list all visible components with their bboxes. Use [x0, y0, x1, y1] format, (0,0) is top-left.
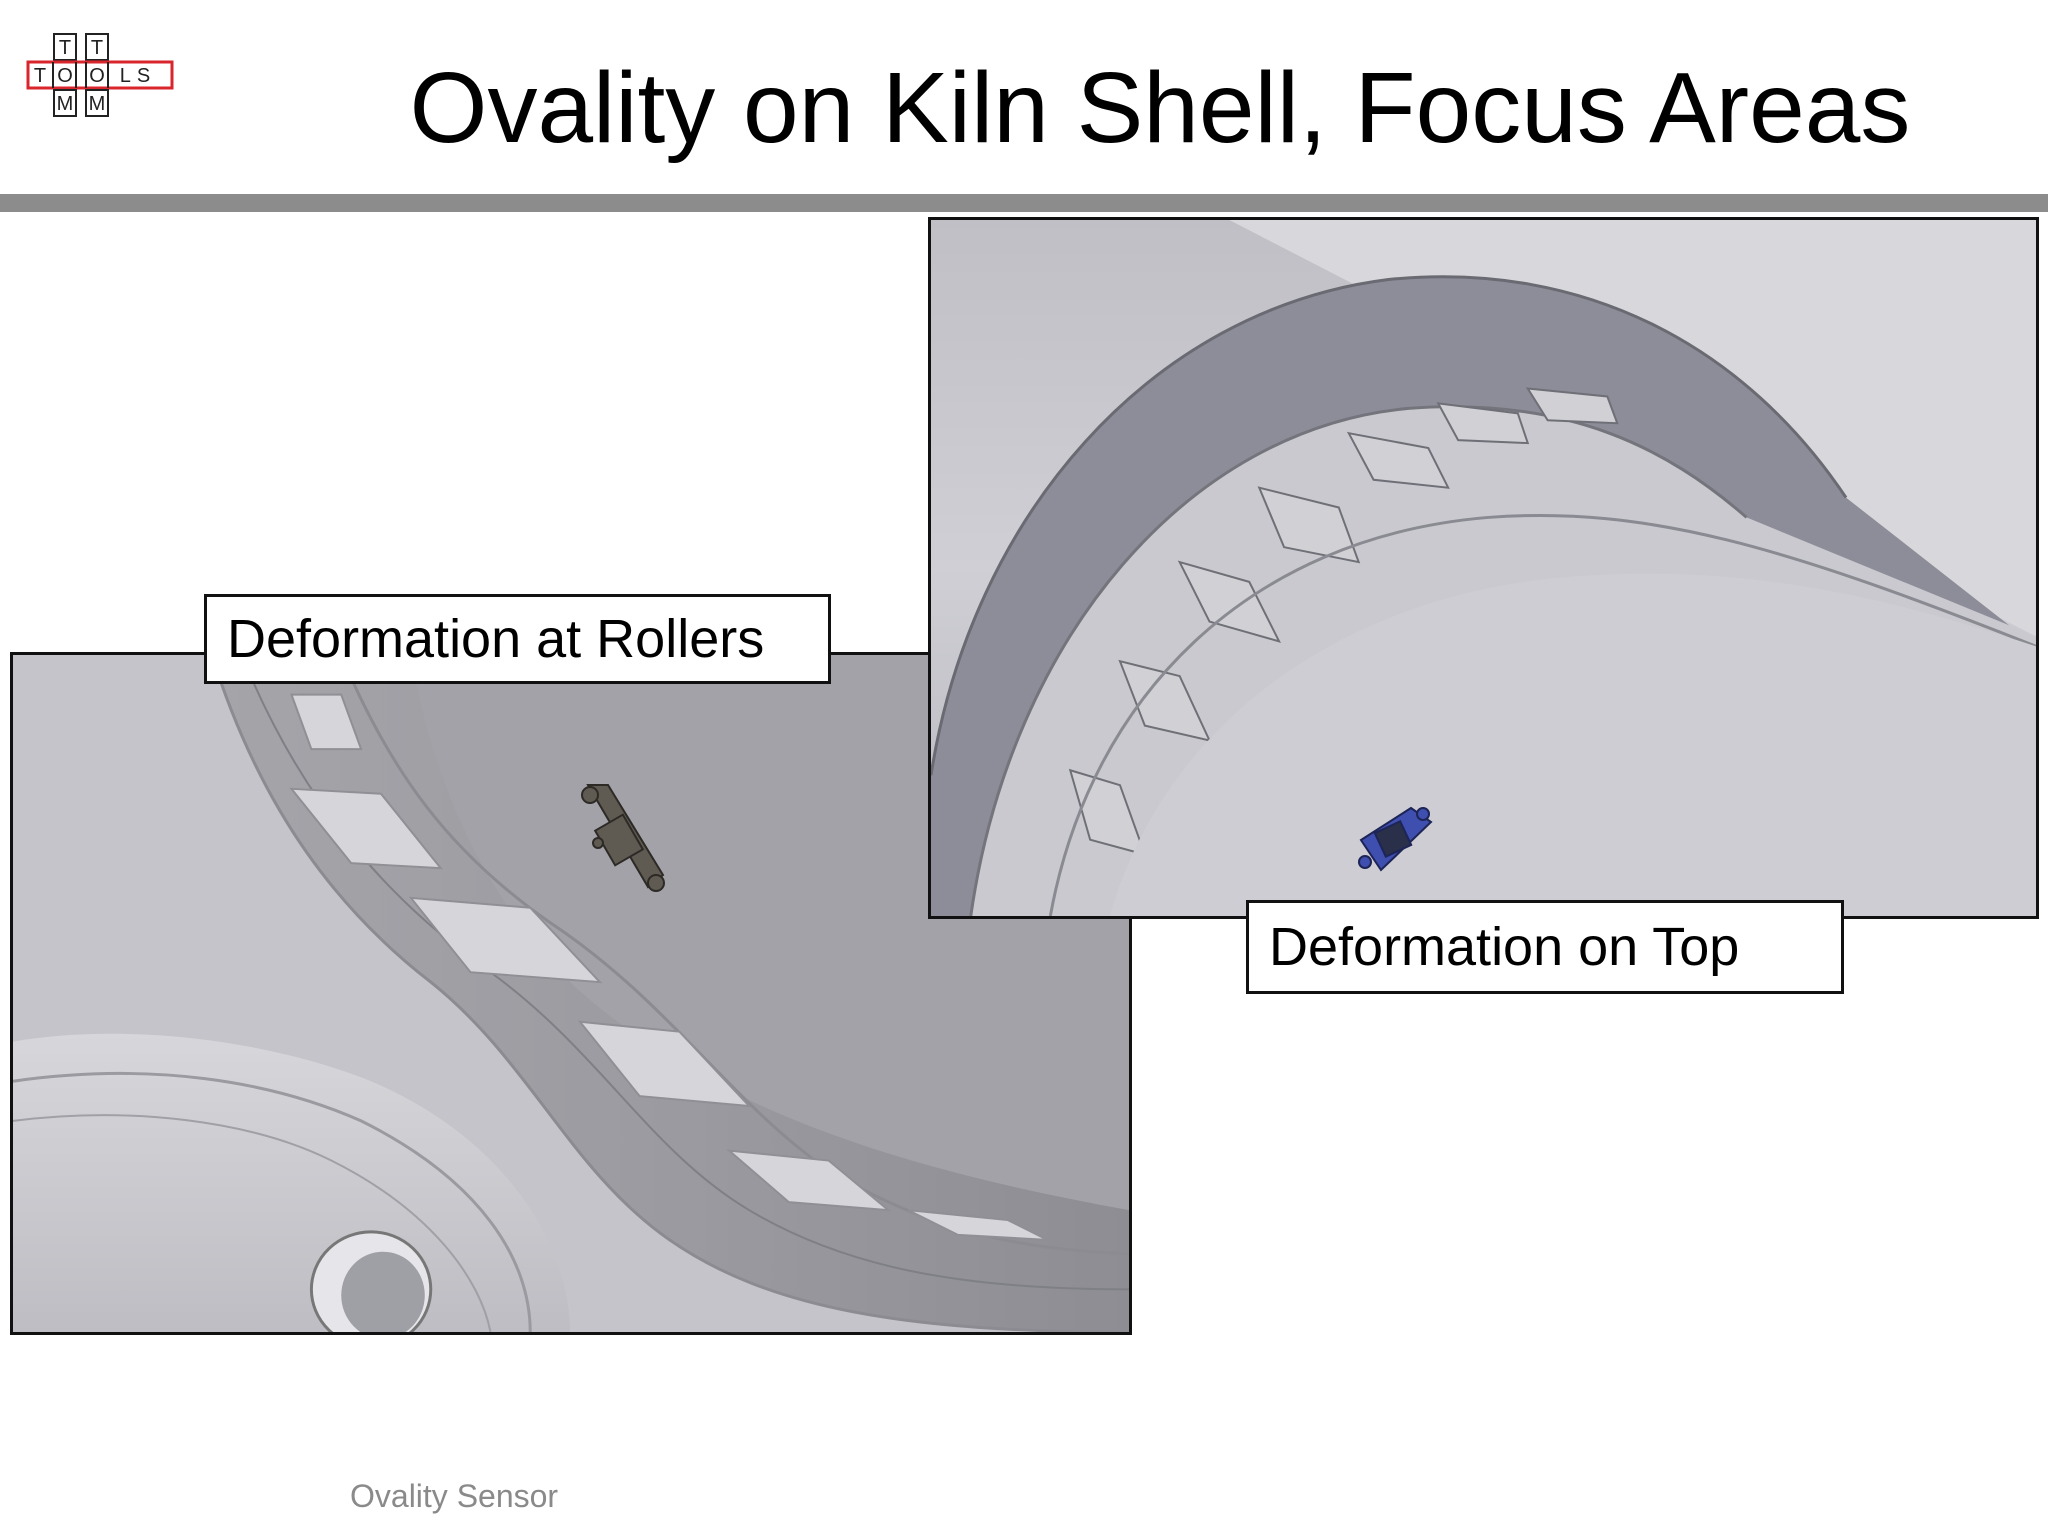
logo-letter: O: [89, 65, 105, 87]
tools-logo: T T T O O LS M M: [26, 30, 176, 120]
top-render-panel: [928, 217, 2039, 919]
logo-letter: LS: [120, 65, 156, 87]
logo-letter: T: [34, 65, 46, 87]
kiln-top-render: [931, 220, 2036, 916]
logo-letter: M: [57, 93, 74, 115]
title-divider: [0, 194, 2048, 212]
logo-letter: T: [91, 37, 103, 59]
footer-text: Ovality Sensor: [350, 1478, 559, 1514]
slide-title: Ovality on Kiln Shell, Focus Areas: [409, 52, 1911, 164]
logo-grid: T T T O O LS M M: [26, 33, 174, 117]
ovality-sensor-device-icon: [1358, 806, 1433, 872]
kiln-rollers-render: [13, 655, 1129, 1332]
label-deformation-at-rollers: Deformation at Rollers: [204, 594, 831, 684]
logo-letter: T: [59, 37, 71, 59]
ovality-sensor-device-icon: [581, 784, 665, 892]
logo-letter: O: [57, 65, 73, 87]
label-deformation-on-top: Deformation on Top: [1246, 900, 1844, 994]
logo-letter: M: [89, 93, 106, 115]
